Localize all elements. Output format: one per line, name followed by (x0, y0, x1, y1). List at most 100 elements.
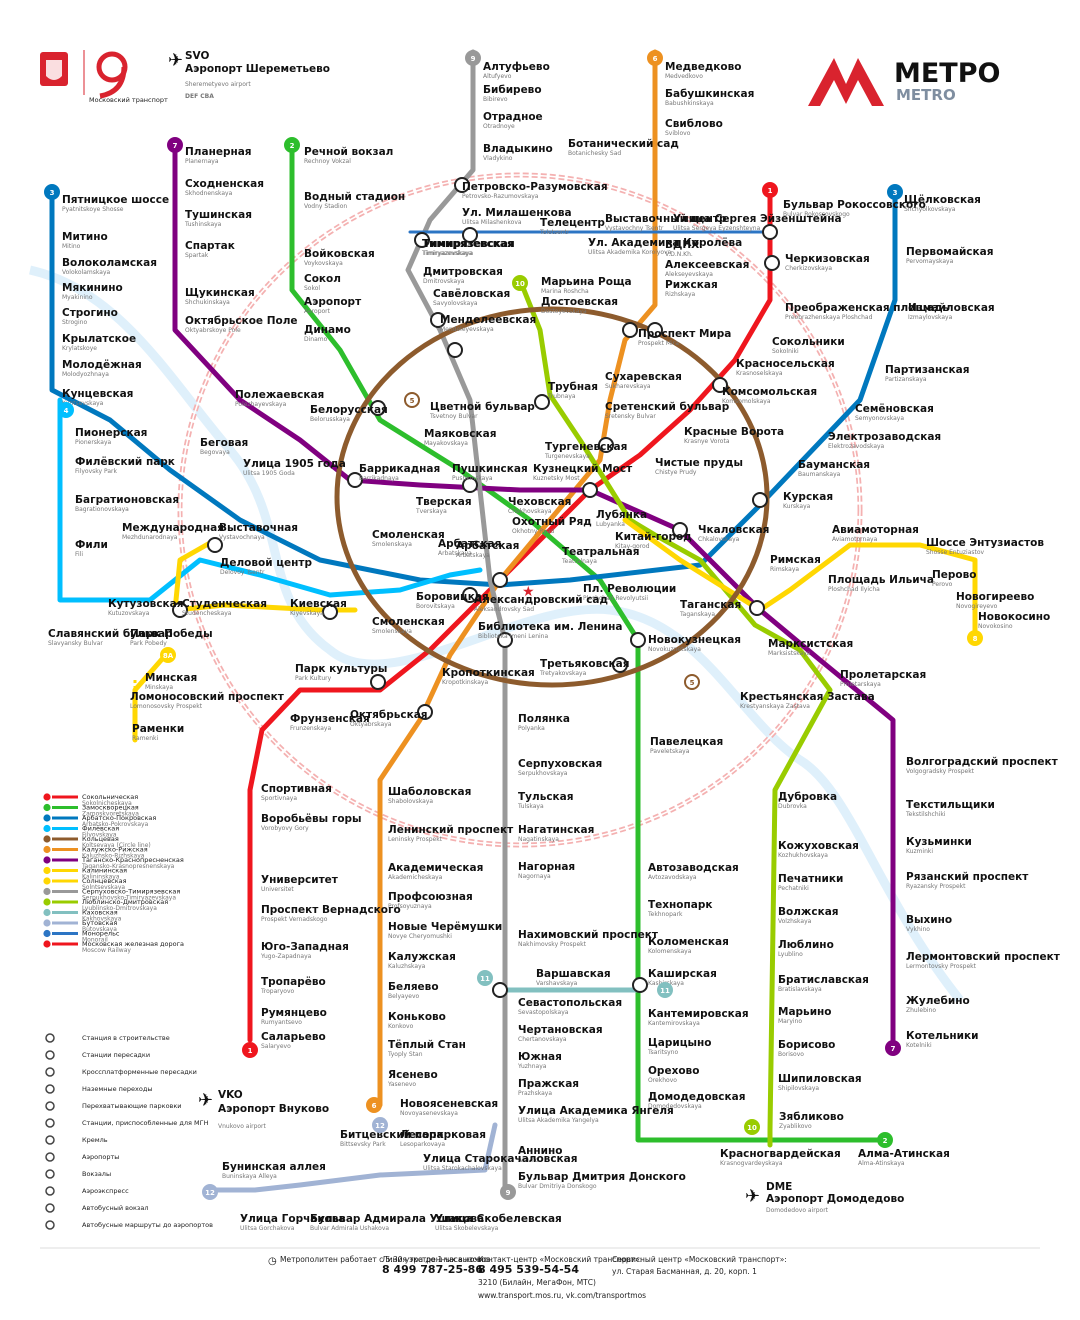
station-name[interactable]: Менделеевская (440, 314, 536, 326)
station-name[interactable]: Крылатское (62, 333, 136, 345)
station-name[interactable]: Улица Старокачаловская (423, 1153, 578, 1165)
station-name[interactable]: Строгино (62, 307, 118, 319)
station-name[interactable]: Каширская (648, 968, 717, 980)
station-name[interactable]: Севастопольская (518, 997, 622, 1009)
station-name[interactable]: Волгоградский проспект (906, 756, 1059, 768)
station-name[interactable]: Китай-город (615, 531, 692, 543)
station-name[interactable]: Баррикадная (359, 463, 440, 475)
station-name[interactable]: Трубная (548, 381, 598, 393)
station-name[interactable]: Таганская (680, 599, 741, 611)
station-name[interactable]: Планерная (185, 146, 252, 158)
station-name[interactable]: Пятницкое шоссе (62, 194, 169, 206)
station-name[interactable]: Ботанический сад (568, 138, 679, 150)
station-name[interactable]: Тропарёво (261, 976, 326, 988)
station-name[interactable]: Саларьево (261, 1031, 326, 1043)
station-name[interactable]: Свиблово (665, 118, 723, 130)
station-name[interactable]: Автозаводская (648, 862, 739, 874)
station-name[interactable]: Бабушкинская (665, 88, 754, 100)
station-name[interactable]: Проспект Мира (638, 328, 731, 340)
station-name[interactable]: Митино (62, 231, 108, 243)
station-name[interactable]: Багратионовская (75, 494, 179, 506)
station-name[interactable]: Петровско-Разумовская (462, 181, 608, 193)
station-name[interactable]: Выставочная (219, 522, 298, 534)
station-name[interactable]: Люблино (778, 939, 834, 951)
station-name[interactable]: Фрунзенская (290, 713, 370, 725)
station-name[interactable]: Царицыно (648, 1037, 711, 1049)
station-name[interactable]: Марьина Роща (541, 276, 632, 288)
station-name[interactable]: Телецентр (540, 217, 605, 229)
station-name[interactable]: Пушкинская (452, 463, 528, 475)
station-name[interactable]: Тёплый Стан (388, 1039, 466, 1051)
station-name[interactable]: Выхино (906, 914, 952, 926)
station-name[interactable]: Войковская (304, 248, 375, 260)
station-name[interactable]: Черкизовская (785, 253, 870, 265)
station-name[interactable]: Авиамоторная (832, 524, 919, 536)
station-name[interactable]: Серпуховская (518, 758, 602, 770)
station-name[interactable]: Новокосино (978, 611, 1050, 623)
station-name[interactable]: Зябликово (779, 1111, 844, 1123)
station-name[interactable]: Красносельская (736, 358, 835, 370)
station-name[interactable]: Кутузовская (108, 598, 184, 610)
station-name[interactable]: Достоевская (541, 296, 618, 308)
station-name[interactable]: Измайловская (908, 302, 995, 314)
station-name[interactable]: Мякинино (62, 282, 123, 294)
station-name[interactable]: Ул. Милашенкова (462, 207, 572, 219)
station-name[interactable]: Печатники (778, 873, 843, 885)
station-name[interactable]: Пражская (518, 1078, 579, 1090)
station-name[interactable]: Братиславская (778, 974, 869, 986)
station-name[interactable]: Сокол (304, 273, 341, 285)
station-name[interactable]: Перово (932, 569, 977, 581)
station-name[interactable]: Парк Победы (130, 628, 213, 640)
station-name[interactable]: Нагатинская (518, 824, 594, 836)
station-name[interactable]: Улица Сергея Эйзенштейна (673, 213, 842, 225)
